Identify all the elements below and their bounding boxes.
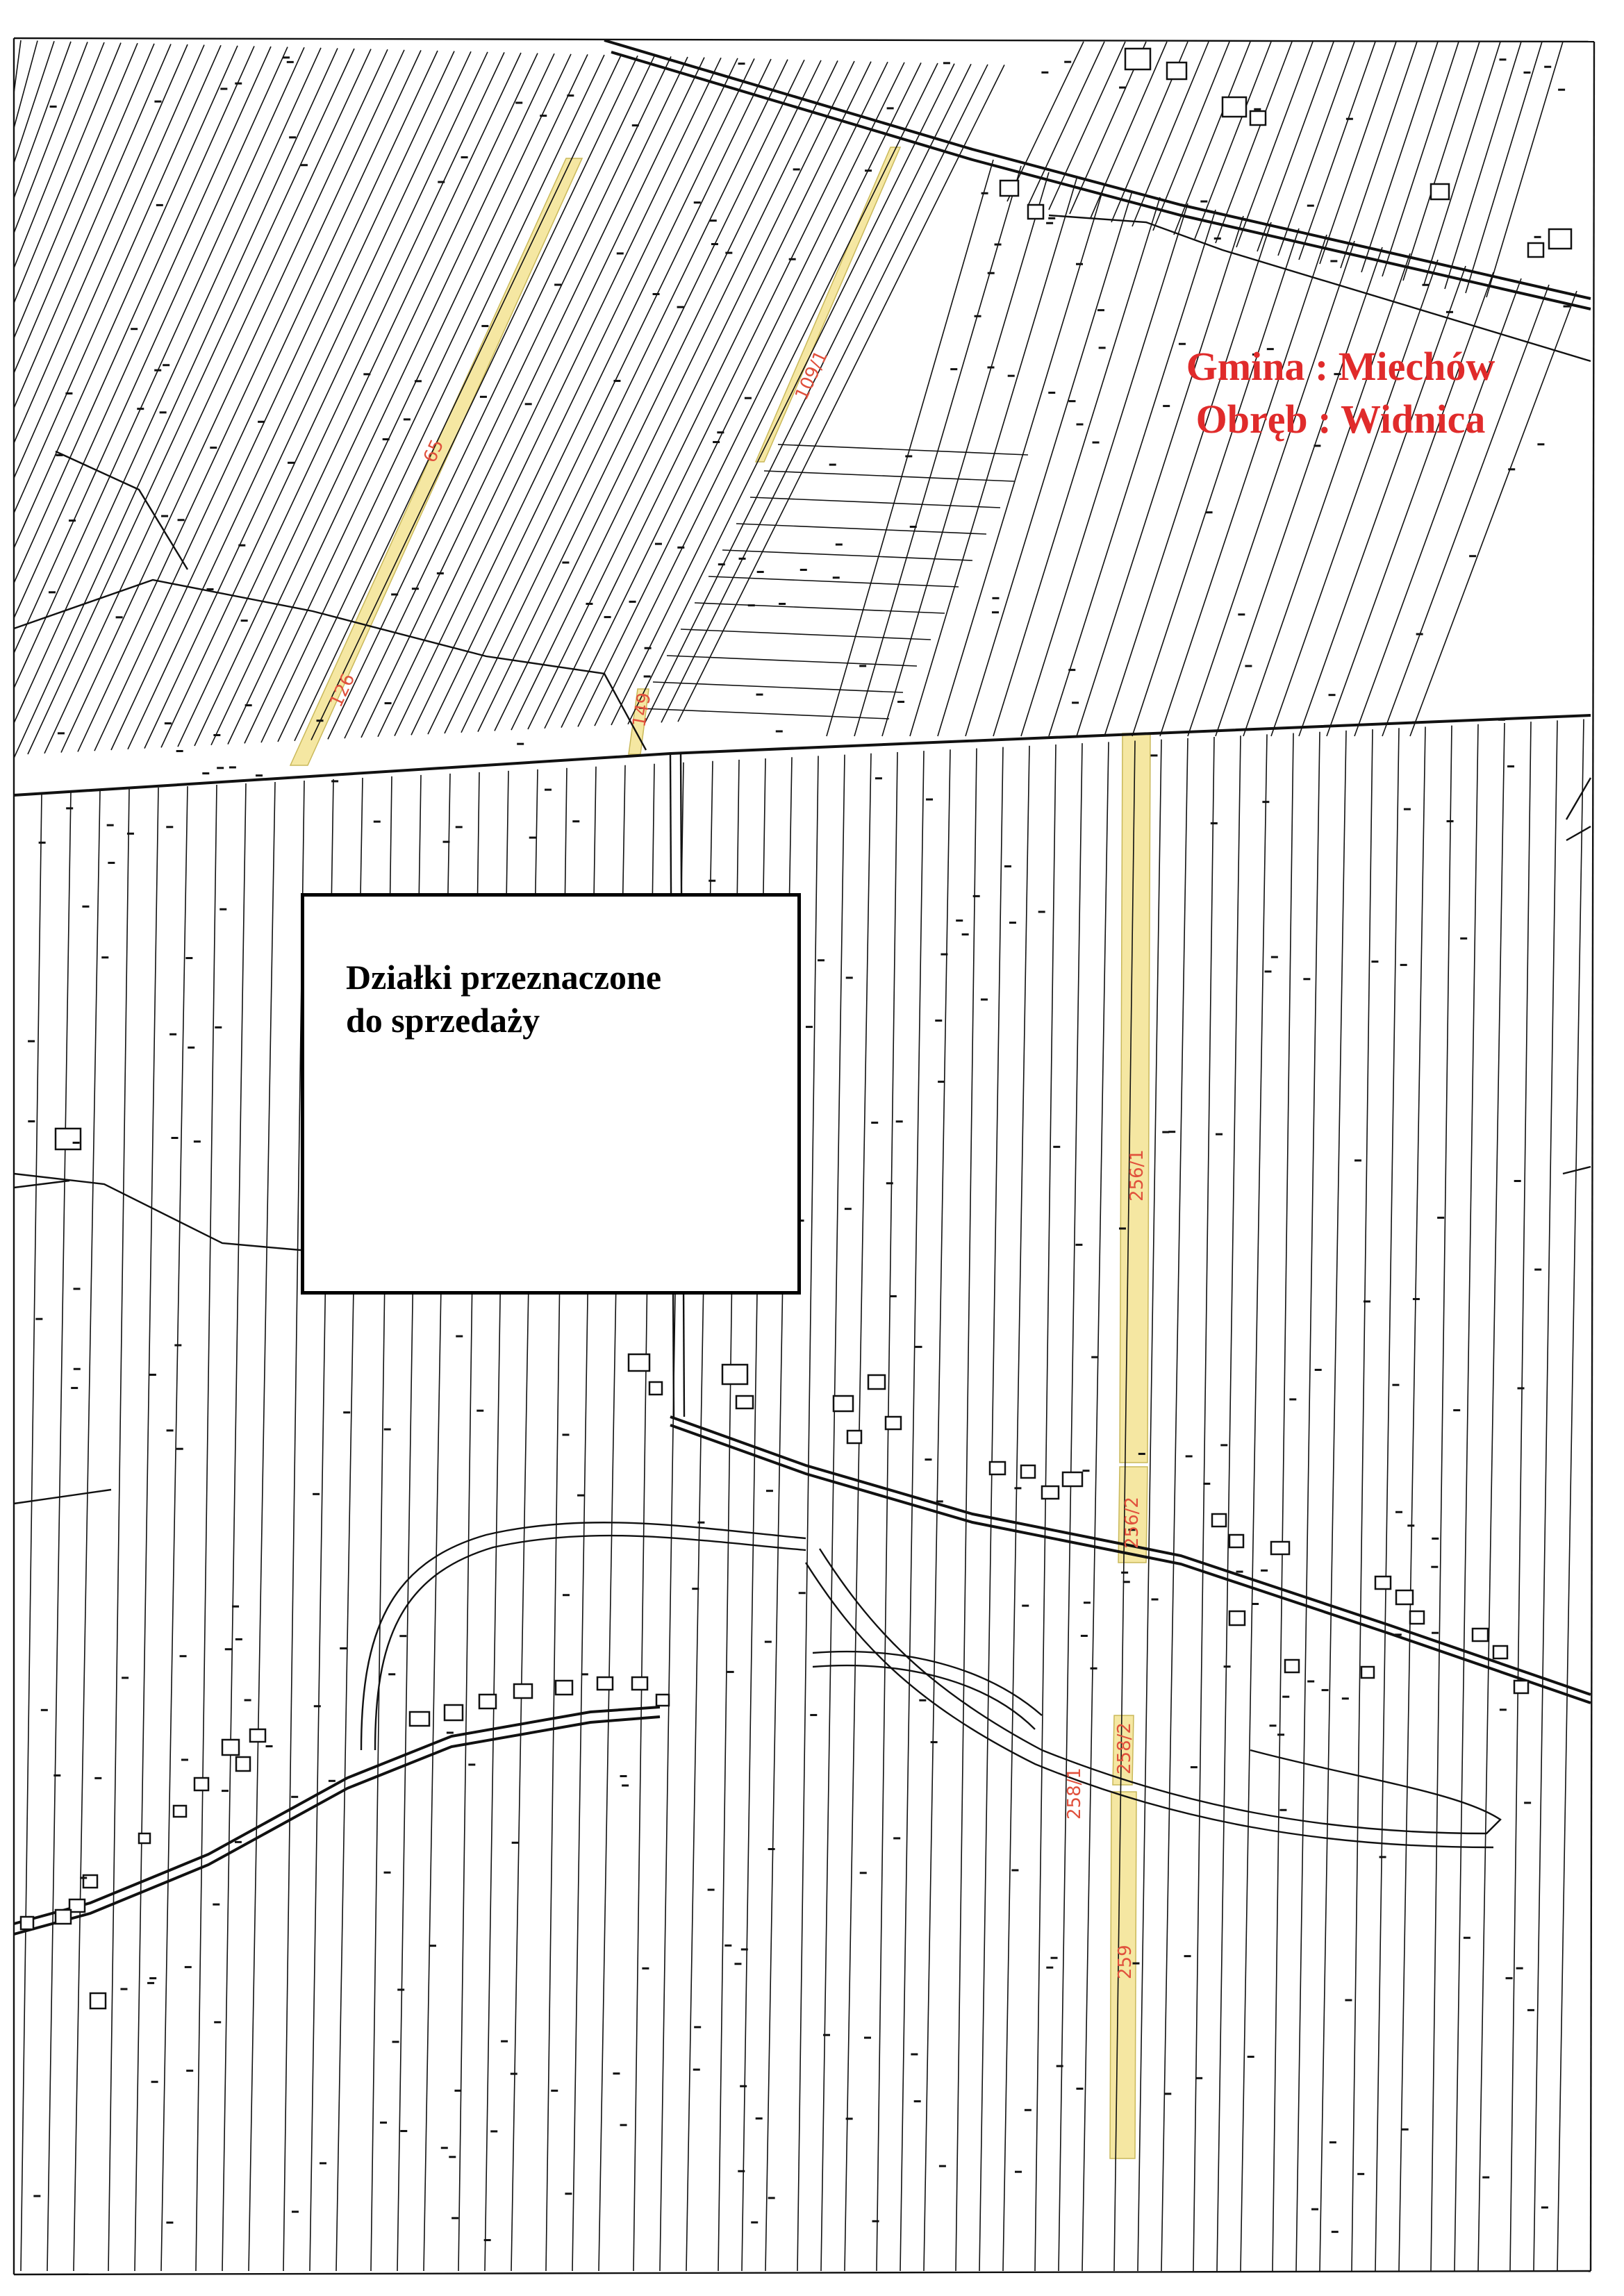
plot-109-1[interactable]	[754, 147, 902, 463]
buildings	[19, 47, 1573, 2010]
parcel-ticks	[28, 56, 1571, 2242]
obreb-label: Obręb : Widnica	[1195, 397, 1486, 442]
main-boundaries	[13, 37, 1596, 2276]
label-259: 259	[1115, 1945, 1136, 1979]
plot-258-2[interactable]	[1112, 1715, 1134, 1786]
legend-box: Działki przeznaczone do sprzedaży	[301, 893, 801, 1295]
legend-line-1: Działki przeznaczone	[346, 958, 662, 997]
legend-text: Działki przeznaczone do sprzedaży	[346, 956, 790, 1042]
gmina-label: Gmina : Miechów	[1186, 344, 1495, 389]
label-258-1: 258/1	[1064, 1767, 1085, 1820]
highlighted-plots-top	[289, 147, 902, 766]
label-256-2: 256/2	[1122, 1497, 1143, 1549]
label-256-1: 256/1	[1127, 1149, 1147, 1201]
label-258-2: 258/2	[1114, 1722, 1135, 1774]
legend-line-2: do sprzedaży	[346, 1001, 540, 1040]
plot-256-2[interactable]	[1118, 1466, 1148, 1563]
plot-65-126[interactable]	[289, 158, 583, 766]
parcel-lines-bottom	[20, 719, 1584, 2272]
location-header: Gmina : Miechów Obręb : Widnica	[1084, 340, 1598, 446]
plot-256-1[interactable]	[1119, 733, 1151, 1463]
